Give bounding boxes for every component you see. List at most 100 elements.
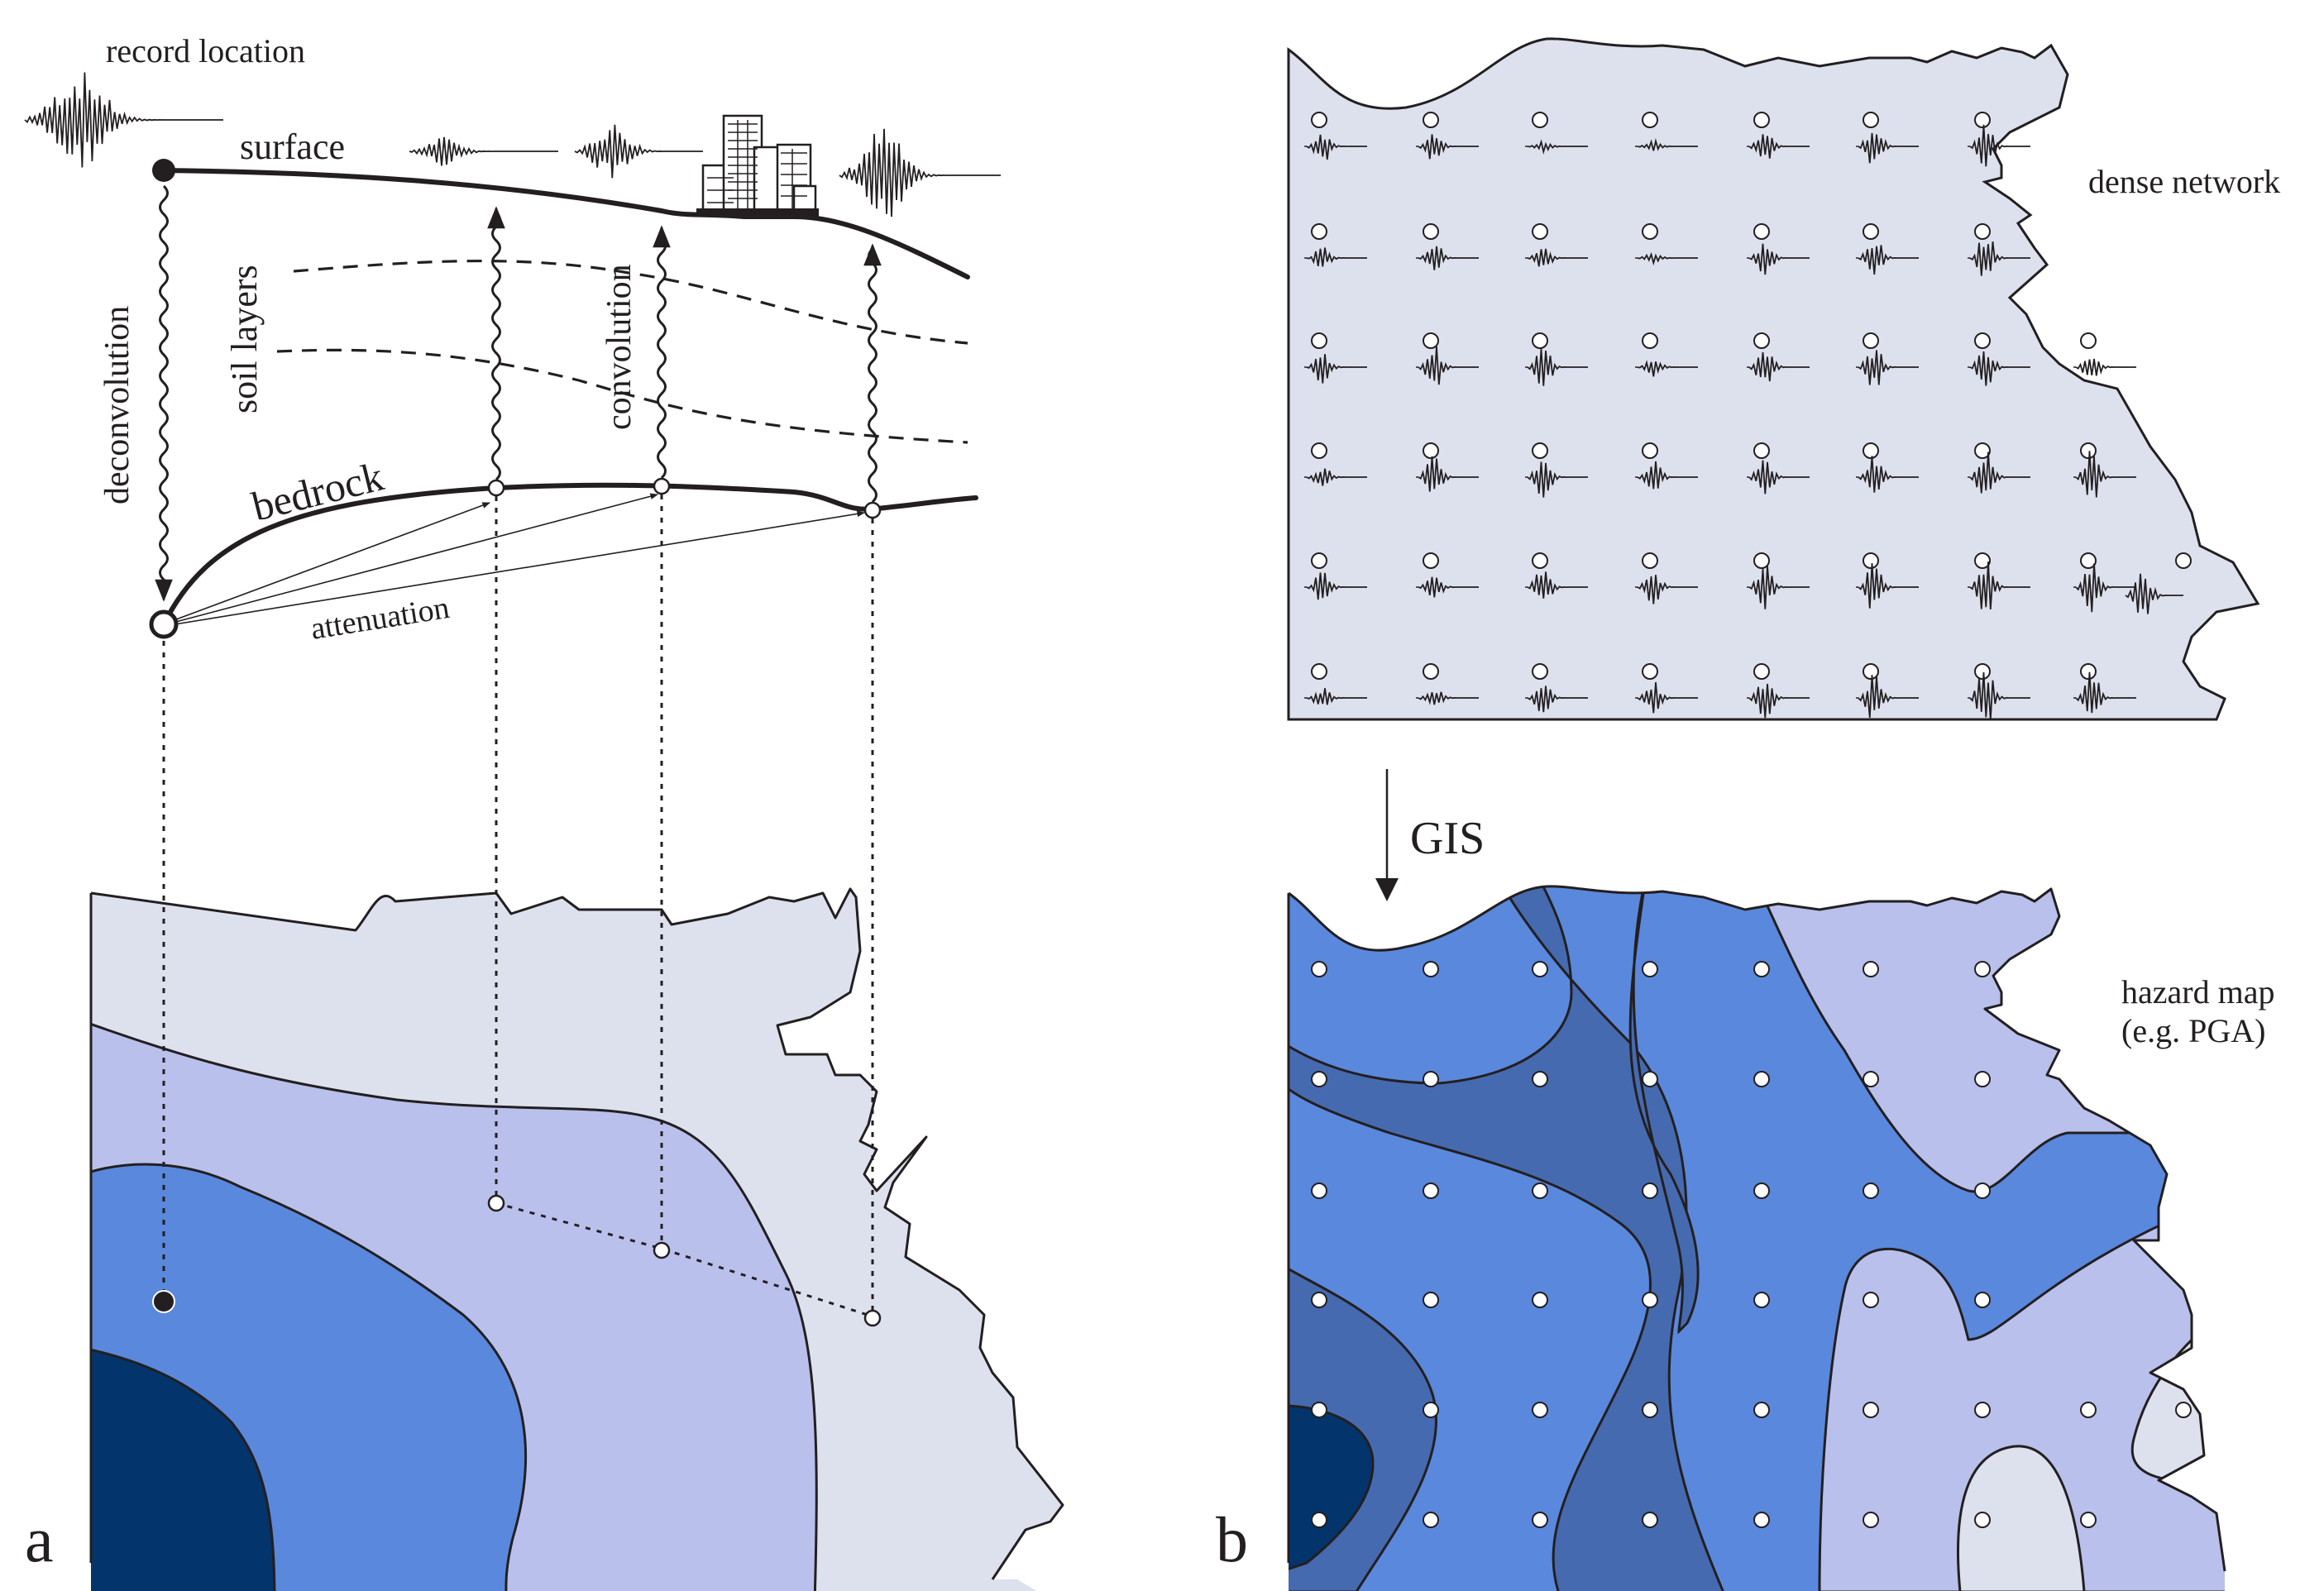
network-station <box>1863 223 1879 240</box>
hazard-station <box>1863 1402 1879 1418</box>
hazard-station <box>1974 1182 1991 1199</box>
panel-b-network-map: dense network <box>1287 37 2280 721</box>
hazard-station <box>1753 1071 1770 1087</box>
hazard-b-zone-dark-band <box>1628 886 1700 1335</box>
network-station <box>1642 112 1658 128</box>
surface-seismogram-3-icon <box>839 128 1001 217</box>
panel-a-letter: a <box>25 1503 54 1575</box>
station-seismogram-icon <box>1306 247 1367 267</box>
building-icon <box>696 114 819 217</box>
convolution-arrow-1 <box>487 206 505 481</box>
hazard-station <box>2175 1402 2192 1418</box>
seismogram-trace <box>2125 573 2183 614</box>
seismogram-trace <box>2075 358 2136 376</box>
network-station <box>1423 663 1439 680</box>
hazard-station <box>1423 1071 1439 1087</box>
bedrock-source-point <box>149 609 179 639</box>
network-station <box>1974 223 1991 240</box>
hazard-b-zone-lightest-bottom <box>1957 1445 2086 1591</box>
hazard-station <box>1311 1182 1327 1199</box>
station-seismogram-icon <box>1748 566 1810 609</box>
arrow-down-icon <box>1375 878 1399 901</box>
hazard-station <box>1423 1292 1439 1308</box>
seismogram-trace <box>1748 566 1810 609</box>
seismogram-trace <box>1858 456 1919 493</box>
seismogram-trace <box>1748 351 1810 382</box>
record-seismogram-icon <box>24 72 223 168</box>
seismogram-trace <box>1527 686 1588 713</box>
hazard-station <box>1863 1071 1879 1087</box>
network-station <box>1753 663 1770 680</box>
station-seismogram-icon <box>2125 573 2183 614</box>
seismogram-trace <box>1306 688 1367 705</box>
network-station <box>1642 332 1658 349</box>
hazard-station <box>1642 1402 1658 1418</box>
hazard-station <box>1974 1402 1991 1418</box>
network-station <box>1423 552 1439 569</box>
seismogram-trace <box>1418 134 1479 160</box>
seismogram-trace <box>1637 575 1698 604</box>
seismogram-trace <box>1418 346 1479 385</box>
map-point-2 <box>653 1241 671 1259</box>
network-station <box>1532 223 1548 240</box>
network-station <box>1863 332 1879 349</box>
hazard-station <box>1642 961 1658 977</box>
network-stations <box>1304 112 2192 720</box>
hazard-station <box>1532 1182 1548 1199</box>
record-location-label: record location <box>106 32 305 69</box>
network-station <box>1974 552 1991 569</box>
network-station <box>1863 442 1879 459</box>
network-station <box>1311 442 1327 459</box>
seismogram-trace <box>2075 671 2136 714</box>
network-station <box>1532 663 1548 680</box>
seismogram-trace <box>1527 348 1588 386</box>
station-seismogram-icon <box>1637 575 1698 604</box>
seismogram-trace <box>1969 241 2030 276</box>
soil-layer-line-2 <box>276 348 968 444</box>
bedrock-point-3 <box>863 501 882 519</box>
hazard-station <box>1532 961 1548 977</box>
network-station <box>2080 332 2097 349</box>
hazard-station <box>1863 1512 1879 1528</box>
network-station <box>1753 552 1770 569</box>
network-station <box>1863 552 1879 569</box>
network-station <box>1311 223 1327 240</box>
station-seismogram-icon <box>1418 346 1479 385</box>
hazard-station <box>1311 1512 1327 1528</box>
station-seismogram-icon <box>1969 561 2030 609</box>
station-seismogram-icon <box>1748 460 1810 494</box>
station-seismogram-icon <box>2075 563 2136 613</box>
seismogram-trace <box>1527 461 1588 498</box>
soil-layer-line-1 <box>293 259 968 345</box>
hazard-station <box>1532 1512 1548 1528</box>
hazard-station <box>1311 961 1327 977</box>
station-seismogram-icon <box>1306 688 1367 705</box>
seismogram-trace <box>1858 245 1919 275</box>
panel-b-hazard-map: hazard map (e.g. PGA) b <box>1216 885 2274 1591</box>
panel-a-map: a <box>25 494 1064 1591</box>
station-seismogram-icon <box>1748 243 1810 275</box>
station-seismogram-icon <box>1858 456 1919 493</box>
seismogram-trace <box>409 136 558 166</box>
hazard-zone-extreme <box>91 1346 276 1591</box>
gis-arrow: GIS <box>1375 769 1485 901</box>
seismogram-trace <box>1306 468 1367 486</box>
seismogram-trace <box>1858 132 1919 164</box>
station-seismogram-icon <box>1527 139 1588 155</box>
network-station <box>2080 663 2097 680</box>
station-seismogram-icon <box>1527 348 1588 386</box>
map-point-3 <box>863 1309 882 1327</box>
seismogram-trace <box>1637 138 1698 151</box>
network-station <box>1532 112 1548 128</box>
network-station <box>1753 332 1770 349</box>
panel-a-cross-section: record location surface soil layers conv… <box>24 32 1001 647</box>
record-point <box>152 159 175 182</box>
network-station <box>1642 223 1658 240</box>
hazard-station <box>1642 1512 1658 1528</box>
network-station <box>1974 112 1991 128</box>
seismogram-trace <box>1637 461 1698 490</box>
station-seismogram-icon <box>1306 354 1367 384</box>
network-station <box>1423 332 1439 349</box>
station-seismogram-icon <box>1418 456 1479 492</box>
network-station <box>2080 552 2097 569</box>
